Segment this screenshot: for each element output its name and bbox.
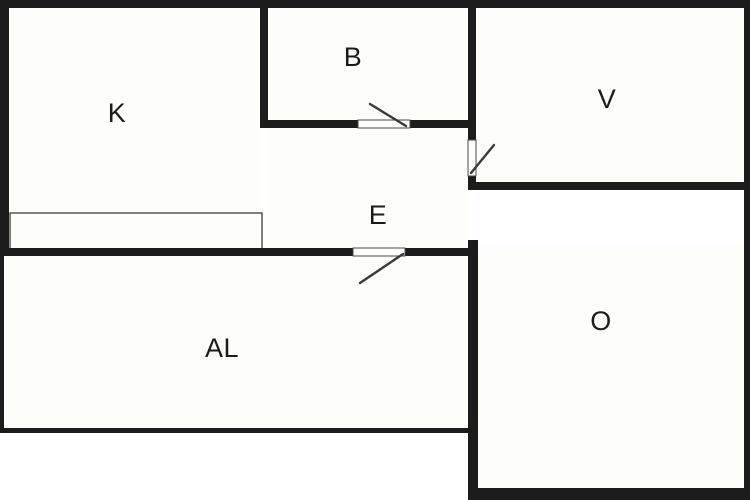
wall-b-v-divider: [468, 0, 476, 140]
room-label-al: AL: [205, 333, 239, 363]
wall-e-bottom-right: [405, 248, 476, 256]
wall-b-bottom-right: [410, 120, 476, 128]
room-area-al: [4, 256, 468, 430]
door-entry-v-opening[interactable]: [467, 139, 477, 177]
wall-bottom-wall-al: [0, 428, 472, 433]
door-group: [352, 102, 496, 285]
wall-right-wall: [744, 0, 750, 500]
wall-left-wall-lower: [0, 250, 4, 432]
wall-b-bottom-left: [260, 120, 358, 128]
room-area-b: [268, 8, 468, 120]
door-bedroom-b-swing-leaf: [368, 102, 408, 128]
room-label-e: E: [369, 200, 388, 230]
room-label-group: K B V E AL O: [108, 42, 617, 363]
wall-v-bottom-wall: [476, 182, 750, 190]
room-label-v: V: [598, 84, 617, 114]
door-entry-v-swing-leaf: [469, 143, 496, 175]
room-area-k: [8, 8, 260, 248]
room-area-v: [476, 8, 750, 190]
wall-k-b-divider: [260, 0, 268, 128]
wall-k-bottom-wall: [0, 248, 265, 256]
room-label-b: B: [344, 42, 363, 72]
room-area-e: [268, 128, 468, 248]
built-in-feature-group: [9, 212, 263, 252]
wall-left-wall-upper: [0, 0, 9, 250]
wall-al-o-divider: [468, 240, 478, 500]
wall-e-bottom-left: [265, 248, 353, 256]
wall-e-v-divider-low: [468, 176, 476, 190]
room-fill-group: [4, 8, 750, 492]
door-entry-al-opening[interactable]: [352, 247, 406, 257]
door-entry-al-swing-leaf: [358, 252, 405, 285]
room-area-o: [478, 245, 750, 492]
room-label-k: K: [108, 98, 127, 128]
door-bedroom-b-opening[interactable]: [357, 119, 411, 129]
wall-bottom-wall-o: [468, 488, 750, 500]
wall-top-wall: [0, 0, 750, 8]
kitchen-counter: [9, 212, 263, 252]
room-label-o: O: [590, 306, 612, 336]
